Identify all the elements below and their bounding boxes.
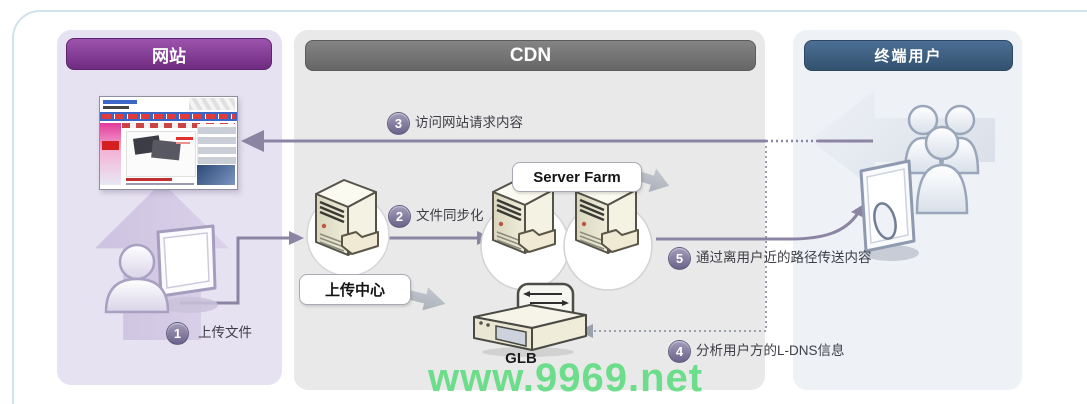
browser-logo-text: [103, 106, 129, 109]
website-column-title: 网站: [152, 46, 186, 66]
step-2-number: 2: [395, 209, 404, 224]
browser-banner-art: [189, 98, 235, 110]
step-2-label: 文件同步化: [416, 208, 484, 223]
step-1-number: 1: [173, 326, 182, 341]
browser-subnav: [122, 123, 235, 128]
step-3-badge: 3: [387, 112, 410, 135]
watermark: www.9969.net: [428, 356, 704, 400]
end-user-column-title: 终端用户: [874, 48, 943, 65]
cdn-column-header: CDN: [305, 40, 756, 71]
browser-sidebar-ad: [102, 141, 119, 150]
website-column-header: 网站: [66, 38, 272, 70]
upload-center-label: 上传中心: [299, 274, 411, 305]
diagram-frame: [12, 10, 1087, 404]
step-1-badge: 1: [166, 322, 189, 345]
browser-logo: [103, 100, 137, 104]
arrowhead-step3: [241, 130, 264, 152]
server-farm-label-text: Server Farm: [533, 168, 621, 186]
server-farm-label: Server Farm: [512, 162, 642, 192]
step-4-number: 4: [675, 344, 684, 359]
step-3-number: 3: [394, 116, 403, 131]
step-2-badge: 2: [388, 205, 411, 228]
step-4-badge: 4: [668, 340, 691, 363]
website-screenshot: [99, 96, 238, 190]
upload-center-server-icon: [306, 179, 390, 277]
browser-right-photo: [197, 165, 235, 185]
browser-nav-links: [102, 114, 235, 119]
browser-promo-text-2: [176, 142, 190, 144]
browser-right-thumbs: [197, 124, 236, 164]
browser-left-sidebar: [100, 123, 121, 185]
end-user-column-header: 终端用户: [804, 40, 1013, 71]
step-3-label: 访问网站请求内容: [415, 115, 523, 130]
browser-footer-line: [126, 183, 194, 185]
uploader-user-icon: [104, 224, 218, 314]
end-users-icon: [859, 104, 980, 261]
browser-footer-headline: [126, 178, 172, 181]
cdn-column-title: CDN: [509, 44, 552, 66]
step-5-label: 通过离用户近的路径传送内容: [696, 250, 872, 265]
arrowhead-step1: [289, 231, 304, 245]
upload-center-label-text: 上传中心: [324, 282, 385, 299]
step-4-label: 分析用户方的L-DNS信息: [696, 343, 845, 358]
glb-device-icon: [473, 282, 587, 357]
step-5-badge: 5: [668, 247, 691, 270]
glb-label: GLB: [505, 350, 537, 367]
step-5-number: 5: [675, 251, 684, 266]
browser-promo-text-1: [176, 137, 193, 140]
server-farm-icon: [480, 176, 653, 291]
step-1-label: 上传文件: [198, 325, 252, 340]
